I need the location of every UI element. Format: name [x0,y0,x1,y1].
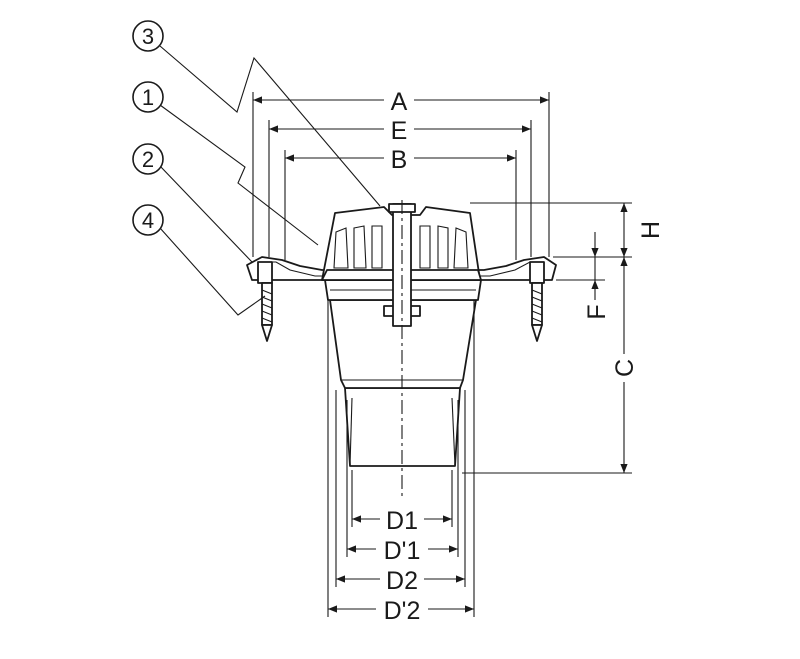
svg-text:4: 4 [142,208,154,233]
dim-label-e: E [391,117,408,145]
callout-2: 2 [132,143,164,175]
drain-body [324,279,482,467]
dim-label-h: H [637,221,665,239]
dim-label-d2: D2 [386,567,418,595]
dimension-lines-right [462,202,632,474]
dim-label-d1: D1 [386,507,418,535]
svg-text:3: 3 [142,24,154,49]
callout-3: 3 [132,20,164,52]
dim-label-c: C [611,359,639,377]
dim-label-dp2: D'2 [384,597,421,625]
dim-label-f: F [583,304,611,319]
left-screw [261,282,273,342]
right-screw [531,282,543,342]
callout-1: 1 [132,81,164,113]
svg-text:2: 2 [142,147,154,172]
dim-label-a: A [391,88,408,116]
dim-label-dp1: D'1 [384,537,421,565]
callout-leaders [159,45,381,316]
svg-text:1: 1 [142,85,154,110]
dim-label-b: B [391,146,408,174]
callout-4: 4 [132,204,164,236]
